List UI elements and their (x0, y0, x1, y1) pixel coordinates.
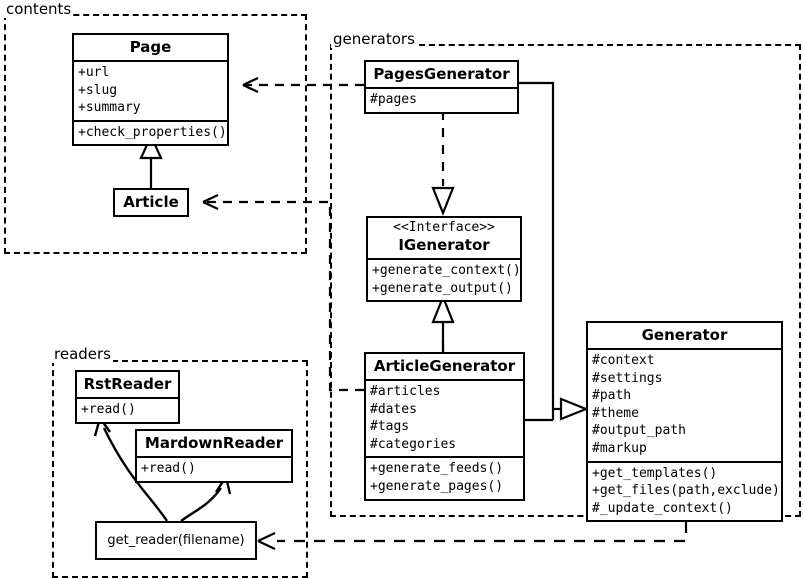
function-label-get-reader: get_reader(filename) (107, 533, 245, 548)
method: +get_files(path,exclude) (592, 483, 780, 499)
attribute: +slug (78, 82, 118, 98)
attribute: #theme (592, 405, 639, 421)
class-name-generator: Generator (641, 326, 728, 344)
package-frame-readers (52, 360, 308, 578)
attribute: #settings (592, 370, 663, 386)
attribute: #tags (370, 419, 410, 435)
function-box-get-reader[interactable]: get_reader(filename) (95, 521, 257, 560)
class-box-rst-reader[interactable]: RstReader +read() (75, 370, 180, 424)
package-label-contents: contents (4, 0, 74, 18)
method: +check_properties() (78, 124, 227, 140)
class-name-rst-reader: RstReader (83, 375, 172, 393)
method: +generate_feeds() (370, 461, 504, 477)
class-box-mardown-reader[interactable]: MardownReader +read() (135, 429, 293, 483)
class-name-article-generator: ArticleGenerator (373, 357, 516, 375)
method: +get_templates() (592, 465, 718, 481)
attribute: +summary (78, 100, 141, 116)
method: +generate_output() (372, 280, 513, 296)
attribute: +url (78, 65, 110, 81)
attribute: #dates (370, 401, 417, 417)
class-methods-rst-reader: +read() (77, 397, 178, 422)
class-stereotype-igenerator: <<Interface>> (393, 220, 495, 235)
attribute: #context (592, 353, 655, 369)
attribute: #path (592, 388, 632, 404)
method: +generate_pages() (370, 478, 504, 494)
attribute: #markup (592, 440, 647, 456)
attribute: #output_path (592, 423, 686, 439)
class-box-page[interactable]: Page +url +slug +summary +check_properti… (72, 33, 229, 147)
method: +generate_context() (372, 263, 521, 279)
class-attributes-article-generator: #articles #dates #tags #categories (366, 379, 523, 456)
class-box-generator[interactable]: Generator #context #settings #path #them… (586, 321, 783, 523)
class-methods-igenerator: +generate_context() +generate_output() (368, 258, 521, 300)
class-methods-article-generator: +generate_feeds() +generate_pages() (366, 456, 523, 498)
class-attributes-pages-generator: #pages (366, 87, 517, 112)
class-box-igenerator[interactable]: <<Interface>> IGenerator +generate_conte… (366, 216, 522, 303)
method: +read() (81, 402, 136, 418)
class-name-pages-generator: PagesGenerator (373, 65, 510, 83)
class-methods-page: +check_properties() (74, 119, 227, 145)
class-attributes-generator: #context #settings #path #theme #output_… (588, 348, 781, 460)
package-label-readers: readers (52, 345, 113, 363)
class-attributes-page: +url +slug +summary (74, 60, 227, 120)
attribute: #articles (370, 384, 441, 400)
method: #_update_context() (592, 500, 733, 516)
package-label-generators: generators (331, 30, 417, 48)
class-name-igenerator: IGenerator (398, 235, 490, 254)
class-name-mardown-reader: MardownReader (144, 434, 284, 452)
class-methods-mardown-reader: +read() (137, 456, 291, 481)
class-name-page: Page (129, 38, 172, 56)
class-box-article-generator[interactable]: ArticleGenerator #articles #dates #tags … (364, 352, 525, 501)
attribute: #pages (370, 92, 417, 108)
package-frame-contents (4, 14, 307, 254)
class-box-pages-generator[interactable]: PagesGenerator #pages (364, 60, 519, 114)
method: +read() (141, 461, 196, 477)
class-box-article[interactable]: Article (113, 188, 189, 218)
attribute: #categories (370, 436, 457, 452)
class-methods-generator: +get_templates() +get_files(path,exclude… (588, 460, 781, 521)
class-name-article: Article (123, 193, 179, 211)
